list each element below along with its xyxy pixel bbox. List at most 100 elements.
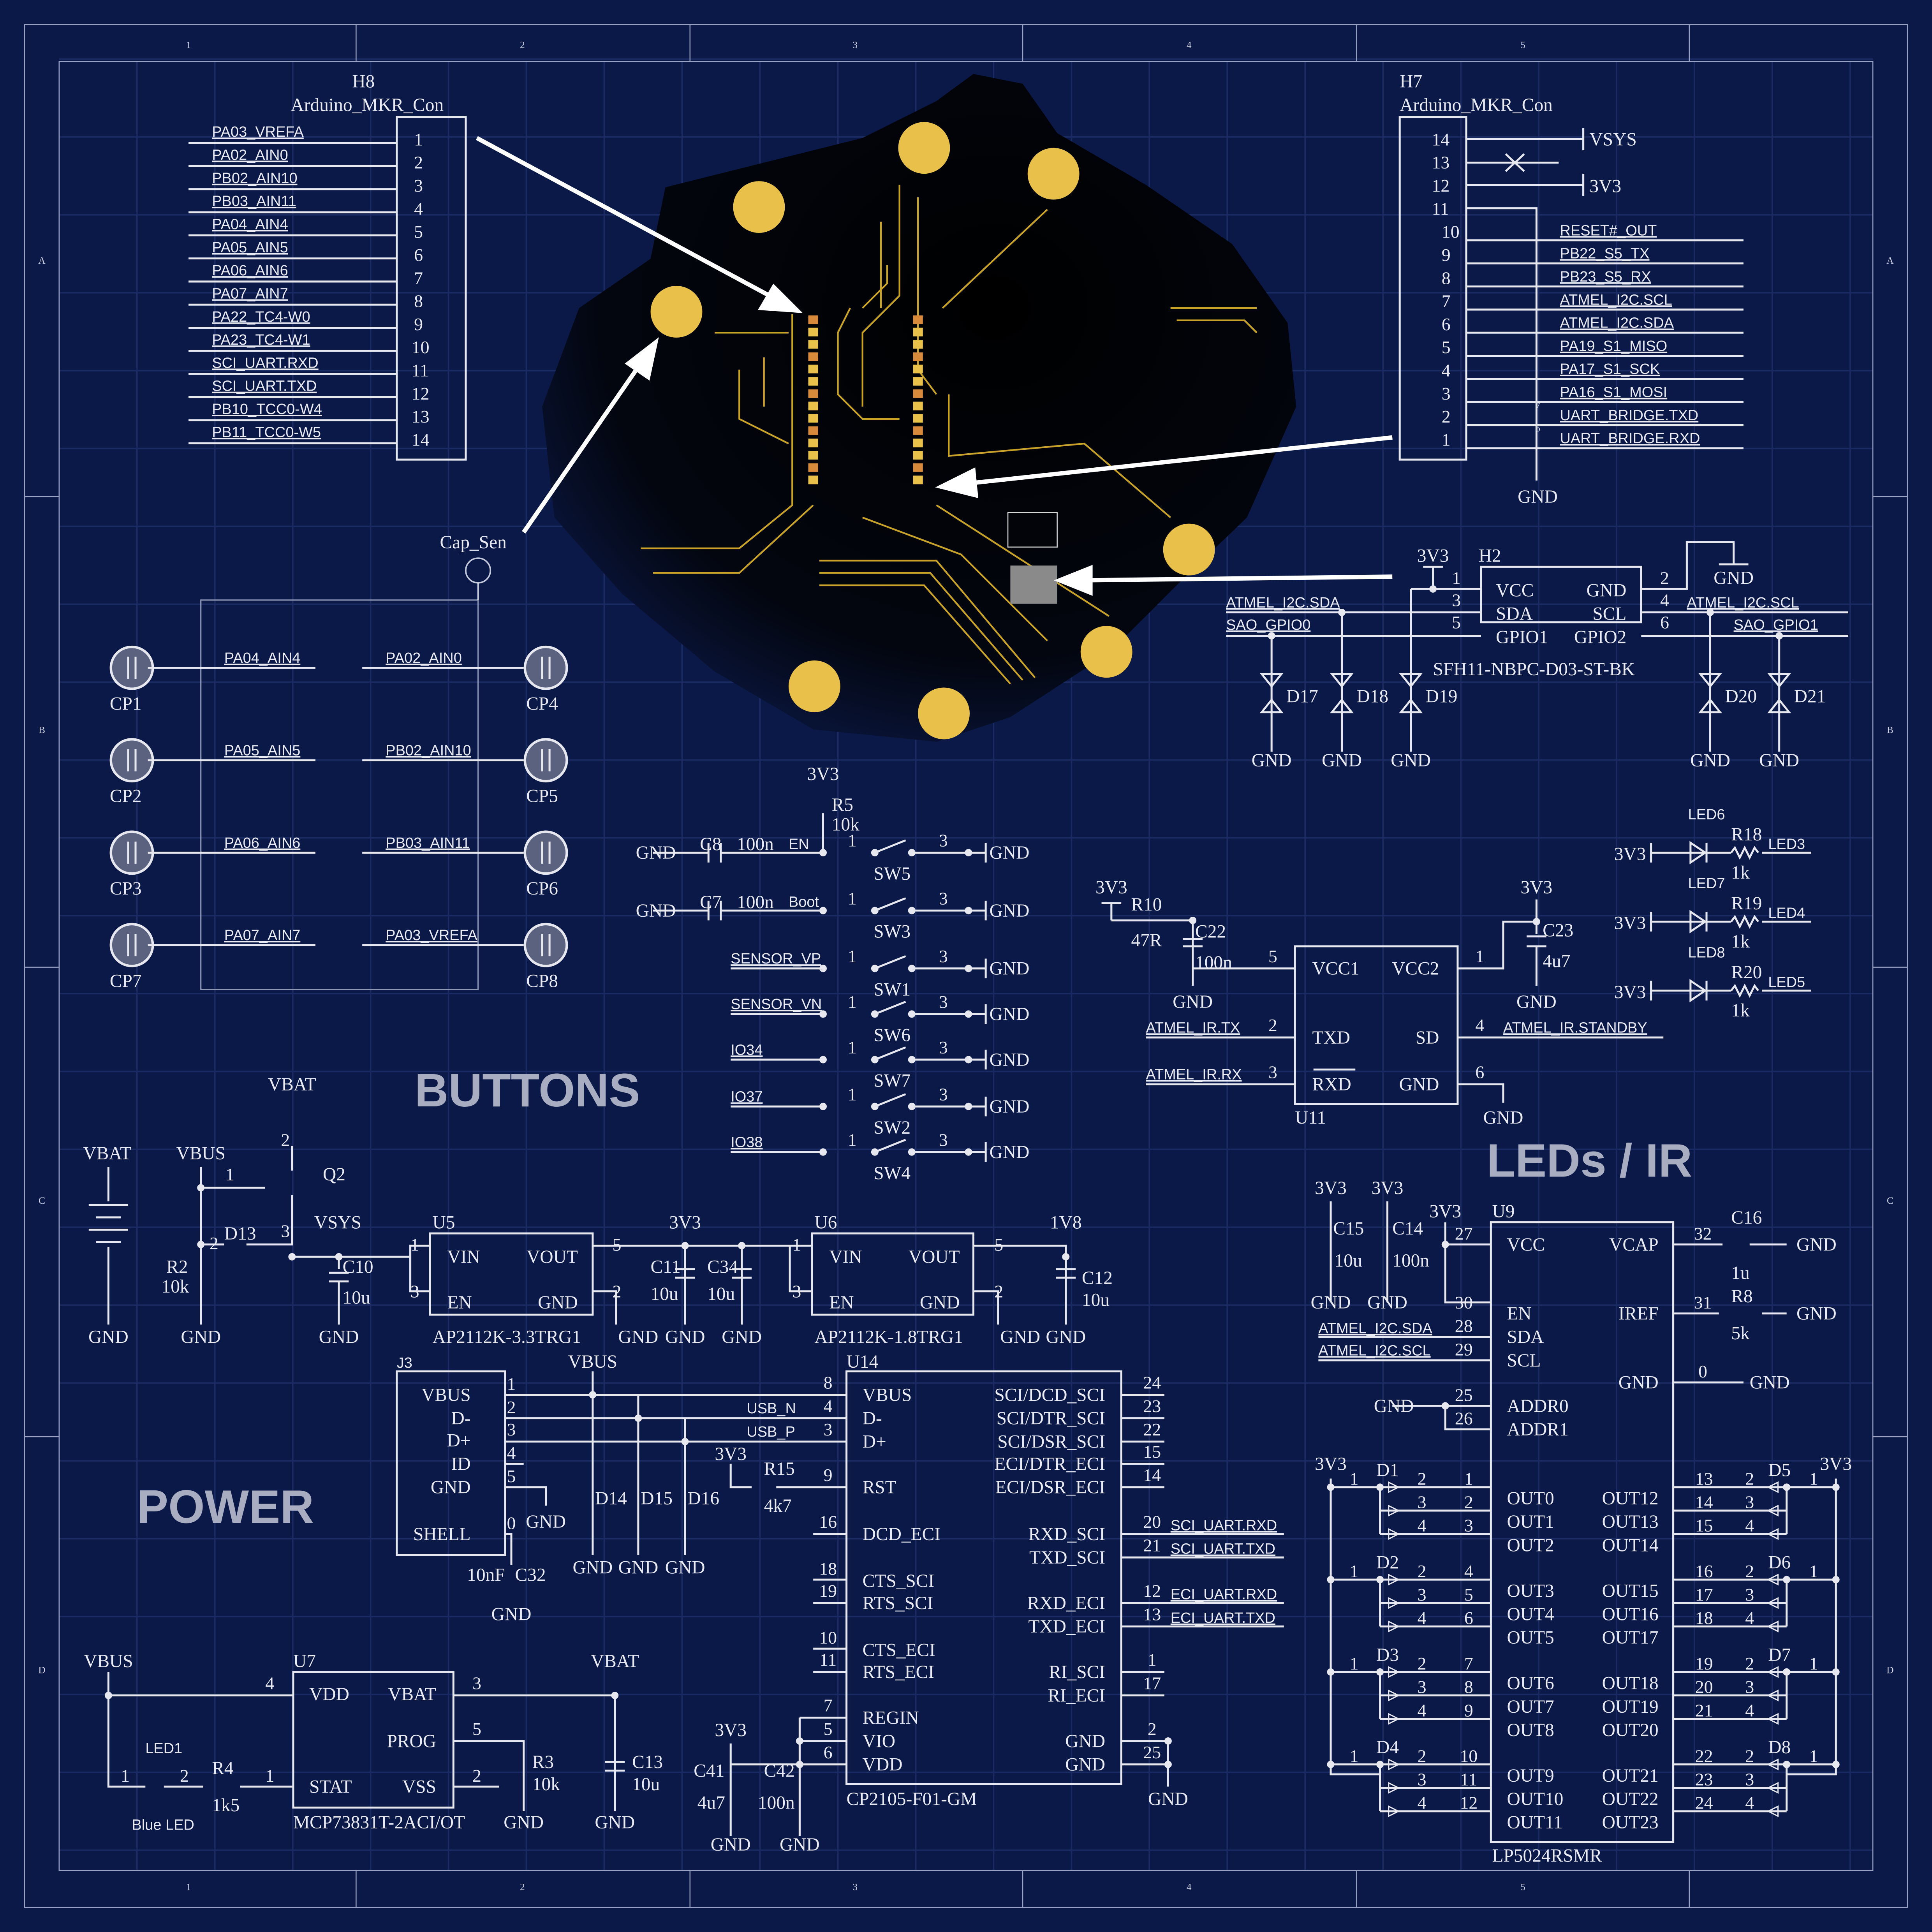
rgb-led-ref: D2 [1376, 1553, 1399, 1573]
u11-pin-number: 2 [1268, 1015, 1277, 1035]
cap-touch-pad-icon[interactable] [109, 830, 154, 875]
u11-pin: VCC1 [1312, 959, 1360, 979]
u9-ref: U9 [1492, 1201, 1515, 1222]
cap-touch-pad-icon[interactable] [109, 645, 154, 690]
rgb-led-pin: 4 [1745, 1793, 1754, 1813]
switch-pin-number: 1 [848, 992, 857, 1012]
pcb-header-pin [913, 328, 923, 336]
rgb-led-pin: 1 [1350, 1469, 1359, 1489]
junction-dot [611, 1692, 619, 1700]
u14-pin-name: SCI/DCD_SCI [994, 1385, 1105, 1405]
pcb-header-pin [913, 377, 923, 386]
u9-out-pin: OUT19 [1602, 1697, 1659, 1717]
gnd-label: GND [1252, 750, 1292, 771]
rgb-led-icon [1388, 1758, 1779, 1770]
rgb-led-ref: D7 [1768, 1645, 1791, 1665]
junction-dot [819, 1102, 827, 1110]
u9-pin-number: 3 [1464, 1516, 1473, 1536]
h8-pin-number: 6 [414, 245, 423, 265]
u9-pin-number: 31 [1694, 1293, 1712, 1312]
regulator-pin-number: 2 [612, 1282, 621, 1302]
cap-sensor-net: PA02_AIN0 [386, 650, 462, 666]
section-title-leds-ir: LEDs / IR [1487, 1135, 1692, 1187]
pcb-header-pin [808, 315, 818, 324]
cap-touch-pad-icon[interactable] [109, 738, 154, 783]
cap-touch-pad-icon[interactable] [523, 923, 568, 967]
pcb-header-pin [913, 365, 923, 373]
regulator-pin: EN [447, 1293, 472, 1313]
u14-pin-name: RI_SCI [1049, 1662, 1105, 1682]
rgb-led-pin: 4 [1418, 1516, 1427, 1536]
j3-pin-number: 4 [507, 1443, 516, 1463]
cap-touch-pad-icon[interactable] [523, 830, 568, 875]
u14-pin-name: CTS_ECI [863, 1640, 935, 1660]
u14-pin-number: 19 [819, 1581, 837, 1601]
regulator-pin: GND [920, 1293, 960, 1313]
h7-pin-mark: 7 [1535, 400, 1540, 411]
diode-ref: D17 [1286, 686, 1318, 706]
u9-pin-number: 25 [1455, 1385, 1473, 1405]
led1-pin: 1 [121, 1766, 130, 1786]
junction-dot [819, 965, 827, 972]
u14-pin-number: 17 [1143, 1673, 1161, 1693]
c11-value: 10u [651, 1284, 678, 1304]
u11-pin-number: 3 [1268, 1062, 1277, 1082]
rgb-led-pin: 1 [1809, 1654, 1818, 1673]
d13-pin: 2 [210, 1233, 218, 1253]
switch-ref: SW2 [874, 1118, 911, 1138]
u11-pin-number: 5 [1268, 946, 1277, 966]
pcb-header-pin [913, 439, 923, 447]
switch-ref: SW7 [874, 1071, 911, 1091]
cap-touch-pad-icon[interactable] [523, 645, 568, 690]
u14-pin-number: 6 [824, 1742, 833, 1762]
cap-sensor-net: PA06_AIN6 [224, 835, 301, 851]
uart-net-label: SCI_UART.RXD [1171, 1518, 1277, 1534]
u14-pin-number: 18 [819, 1559, 837, 1578]
u14-pin-number: 14 [1143, 1465, 1161, 1485]
led-ref: LED8 [1688, 944, 1725, 961]
u9-pin-number: 6 [1464, 1608, 1473, 1628]
cap-touch-pad-icon[interactable] [109, 923, 154, 967]
tvs-diode-icon [1259, 671, 1284, 715]
3v3-label: 3V3 [1429, 1201, 1461, 1222]
c13-ref: C13 [632, 1752, 663, 1772]
u14-pin-number: 22 [1143, 1420, 1161, 1439]
h7-pin-number: 4 [1442, 361, 1451, 380]
junction-dots [104, 585, 1840, 1768]
h7-net-label: UART_BRIDGE.RXD [1560, 430, 1700, 447]
cap-sensor-net: PA03_VREFA [386, 927, 477, 944]
pcb-header-pin [913, 451, 923, 460]
h8-net-label: PA06_AIN6 [212, 262, 288, 279]
cap-touch-pad-icon[interactable] [523, 738, 568, 783]
vbat-label: VBAT [268, 1074, 316, 1095]
junction-dot [871, 1102, 879, 1110]
junction-dot [1832, 1576, 1840, 1583]
junction-dot [965, 849, 972, 856]
j3-pin: ID [451, 1454, 471, 1474]
cap-sensor-net: PA04_AIN4 [224, 650, 301, 666]
annotation-arrows [476, 136, 1393, 596]
u9-pin-number: 13 [1695, 1469, 1713, 1489]
u9-pin-number: 32 [1694, 1224, 1712, 1243]
rgb-led-pin: 3 [1745, 1769, 1754, 1789]
h2-3v3-label: 3V3 [1417, 546, 1449, 566]
frame-column-label: 5 [1520, 1881, 1525, 1892]
net-label: ATMEL_IR.STANDBY [1503, 1020, 1647, 1036]
3v3-label: 3V3 [669, 1212, 701, 1233]
junction-dot [1338, 608, 1346, 616]
cap-sensor-ref: CP8 [526, 971, 558, 991]
pcb-header-pin [808, 463, 818, 472]
pcb-header-pin [808, 476, 818, 484]
cap-sensor-ref: CP3 [110, 879, 142, 899]
h8-net-label: PA22_TC4-W0 [212, 309, 310, 325]
h7-ref: H7 [1400, 72, 1422, 92]
regulator-pin: VOUT [527, 1247, 578, 1267]
wire [874, 839, 906, 854]
q2-ref: Q2 [323, 1164, 345, 1185]
rgb-led-pin: 1 [1350, 1746, 1359, 1766]
junction-dot [871, 849, 879, 856]
u9-pin-name: VCC [1507, 1235, 1545, 1255]
u9-out-pin: OUT4 [1507, 1604, 1554, 1625]
regulator-pin: VOUT [909, 1247, 960, 1267]
uart-net-label: SCI_UART.TXD [1171, 1541, 1275, 1557]
